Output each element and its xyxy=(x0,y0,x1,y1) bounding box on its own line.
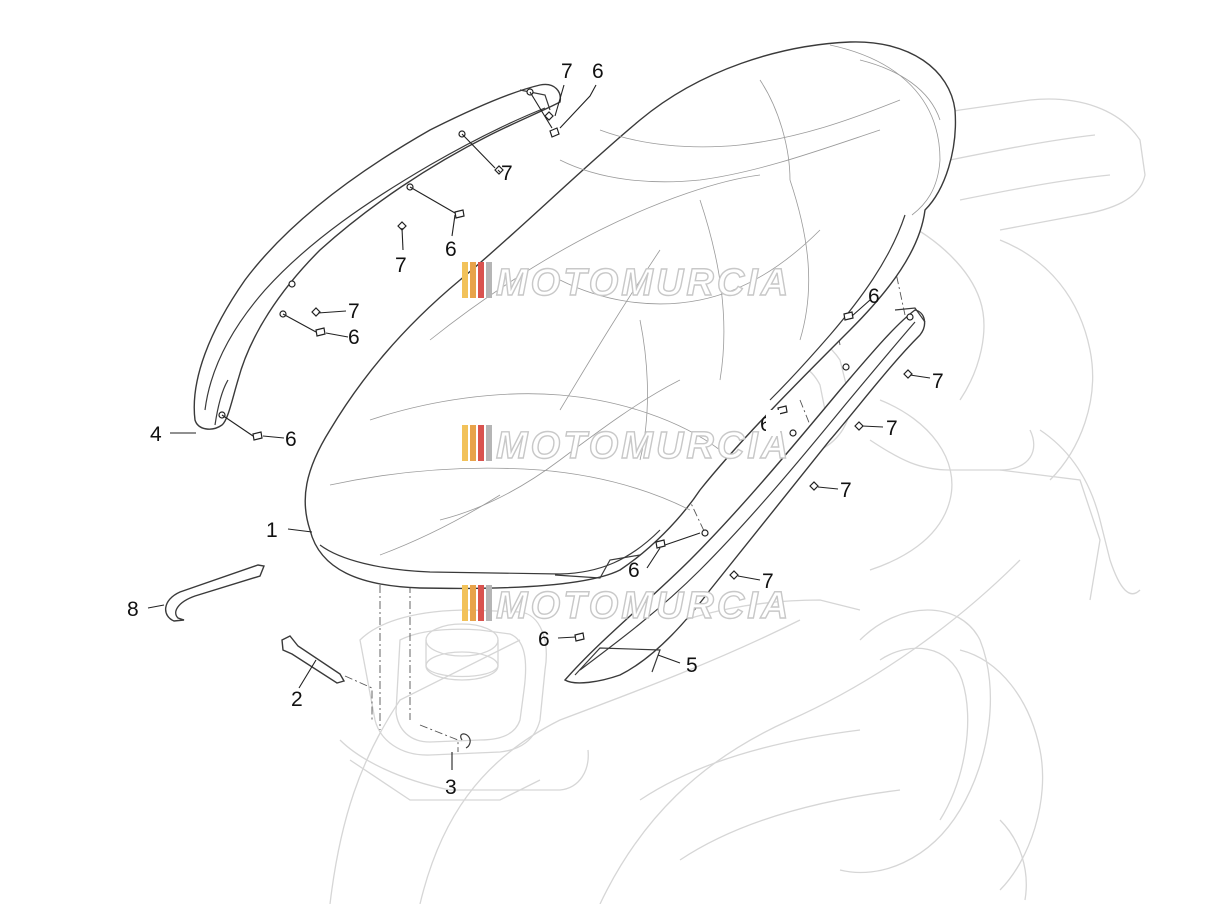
label-hook: 8 xyxy=(127,598,139,621)
label-nut: 7 xyxy=(501,162,513,185)
screw-icon xyxy=(282,313,326,337)
seat-part xyxy=(304,41,957,590)
screw-icon xyxy=(574,632,585,642)
hook-part xyxy=(165,564,265,622)
label-screw: 6 xyxy=(348,326,360,349)
nut-icon xyxy=(729,570,739,580)
nut-icon xyxy=(903,369,913,379)
label-screw: 6 xyxy=(628,559,640,582)
label-nut: 7 xyxy=(932,370,944,393)
screw-icon xyxy=(221,414,263,441)
label-screw: 6 xyxy=(592,60,604,83)
watermark: MOTOMURCIA MOTOMURCIA MOTOMURCIA xyxy=(462,261,791,628)
callout-leaders xyxy=(147,84,931,770)
label-clip: 3 xyxy=(445,776,457,799)
right-grab-rail-part xyxy=(563,307,926,684)
label-screw: 6 xyxy=(538,628,550,651)
screw-icon xyxy=(655,532,701,549)
clip-part xyxy=(460,733,471,749)
svg-text:MOTOMURCIA: MOTOMURCIA xyxy=(496,585,791,627)
label-right-grab-rail: 5 xyxy=(686,654,698,677)
nut-icon xyxy=(397,221,407,231)
label-seat: 1 xyxy=(266,519,278,542)
callout-labels: 1 2 3 4 5 8 6 7 7 6 7 7 6 6 6 7 6 7 7 6 … xyxy=(127,60,944,799)
label-pin: 2 xyxy=(291,688,303,711)
nut-icon xyxy=(544,111,554,121)
nut-icon xyxy=(809,481,819,491)
label-nut: 7 xyxy=(886,417,898,440)
svg-text:MOTOMURCIA: MOTOMURCIA xyxy=(496,262,791,304)
screw-icon xyxy=(409,186,465,219)
svg-text:MOTOMURCIA: MOTOMURCIA xyxy=(496,425,791,467)
screw-icon xyxy=(843,311,854,321)
label-nut: 7 xyxy=(395,254,407,277)
label-mask xyxy=(766,410,780,436)
label-screw-partial: 6 xyxy=(760,413,772,436)
nut-icon xyxy=(854,421,864,431)
label-nut: 7 xyxy=(840,479,852,502)
pin-part xyxy=(281,635,346,684)
nut-icon xyxy=(311,307,321,317)
nut-icon xyxy=(461,133,504,175)
label-left-grab-rail: 4 xyxy=(150,423,162,446)
label-screw: 6 xyxy=(445,238,457,261)
label-nut: 7 xyxy=(561,60,573,83)
screw-icon xyxy=(529,91,560,138)
label-nut: 7 xyxy=(348,300,360,323)
scooter-body-outline xyxy=(329,98,1146,904)
label-screw: 6 xyxy=(285,428,297,451)
label-nut: 7 xyxy=(762,570,774,593)
fasteners xyxy=(221,91,913,642)
label-screw: 6 xyxy=(868,285,880,308)
